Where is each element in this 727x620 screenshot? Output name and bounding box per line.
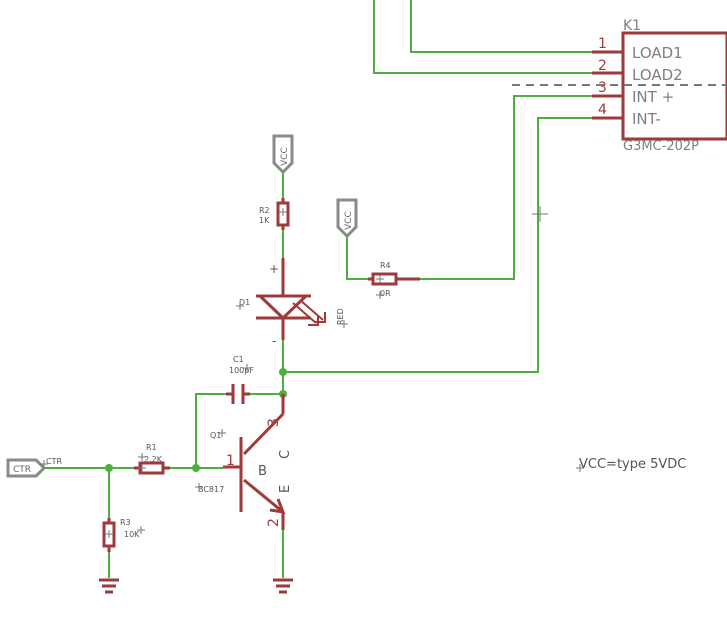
wire-c1-left[interactable] xyxy=(195,393,226,467)
svg-text:2.2K: 2.2K xyxy=(144,455,163,464)
relay-pin-2[interactable]: 2 LOAD2 xyxy=(592,58,683,84)
junction-base xyxy=(192,464,200,472)
ground-symbol-1 xyxy=(99,578,119,594)
svg-text:R4: R4 xyxy=(380,261,391,270)
svg-text:VCC: VCC xyxy=(280,147,290,166)
svg-text:LOAD2: LOAD2 xyxy=(632,66,683,84)
svg-text:4: 4 xyxy=(598,102,607,118)
svg-text:2: 2 xyxy=(266,518,282,527)
wire-vcc-r4[interactable] xyxy=(346,236,368,280)
svg-text:D1: D1 xyxy=(239,298,250,307)
svg-text:0R: 0R xyxy=(380,289,391,298)
ctr-port[interactable]: CTR xyxy=(6,458,47,478)
wire-int-minus[interactable] xyxy=(284,117,592,373)
wire-int-plus[interactable] xyxy=(420,95,592,280)
relay-pin-4[interactable]: 4 INT- xyxy=(592,102,661,128)
led-d1[interactable]: + - D1 RED xyxy=(239,258,345,348)
relay-value: G3MC-202P xyxy=(623,139,699,154)
svg-text:C1: C1 xyxy=(233,355,244,364)
svg-text:3: 3 xyxy=(266,418,282,427)
relay-pin-1[interactable]: 1 LOAD1 xyxy=(592,36,683,62)
resistor-r2[interactable]: R2 1K xyxy=(259,198,290,230)
vcc-supply-1[interactable]: VCC xyxy=(272,134,294,175)
svg-text:E: E xyxy=(278,485,293,493)
supply-note: VCC=type 5VDC xyxy=(579,457,686,472)
vcc-supply-2[interactable]: VCC xyxy=(336,198,358,239)
wire-load1[interactable] xyxy=(410,0,592,53)
svg-text:R3: R3 xyxy=(120,518,131,527)
transistor-q1[interactable]: 1 3 2 B C E Q1 BC817 xyxy=(198,394,293,530)
origin-markers xyxy=(40,206,584,538)
svg-text:2: 2 xyxy=(598,58,607,74)
svg-text:1K: 1K xyxy=(259,216,270,225)
svg-text:VCC: VCC xyxy=(344,211,354,230)
relay-body[interactable] xyxy=(621,31,727,141)
svg-text:LOAD1: LOAD1 xyxy=(632,44,683,62)
capacitor-c1[interactable]: C1 100pF xyxy=(226,355,254,404)
svg-text:R1: R1 xyxy=(146,443,157,452)
net-label-ctr: CTR xyxy=(46,457,62,466)
svg-text:Q1: Q1 xyxy=(210,431,221,440)
svg-text:RED: RED xyxy=(336,308,345,325)
svg-text:+: + xyxy=(269,262,279,276)
svg-text:B: B xyxy=(258,464,267,479)
svg-text:100pF: 100pF xyxy=(229,366,254,375)
svg-text:INT +: INT + xyxy=(632,88,674,106)
svg-text:1: 1 xyxy=(598,36,607,52)
resistor-r4[interactable]: R4 0R xyxy=(368,261,420,298)
relay-ref: K1 xyxy=(623,18,641,34)
svg-text:-: - xyxy=(272,334,276,348)
svg-text:3: 3 xyxy=(598,80,607,96)
svg-text:10K: 10K xyxy=(124,530,140,539)
svg-text:R2: R2 xyxy=(259,206,270,215)
svg-text:INT-: INT- xyxy=(632,110,661,128)
svg-text:1: 1 xyxy=(226,453,235,469)
wire-load2[interactable] xyxy=(373,0,592,74)
ground-symbol-2 xyxy=(273,578,293,594)
relay-pin-3[interactable]: 3 INT + xyxy=(592,80,674,106)
resistor-r3[interactable]: R3 10K xyxy=(102,518,140,552)
svg-text:C: C xyxy=(278,450,293,459)
junction-led-relay xyxy=(279,368,287,376)
svg-text:CTR: CTR xyxy=(13,465,31,475)
svg-text:BC817: BC817 xyxy=(198,485,224,494)
